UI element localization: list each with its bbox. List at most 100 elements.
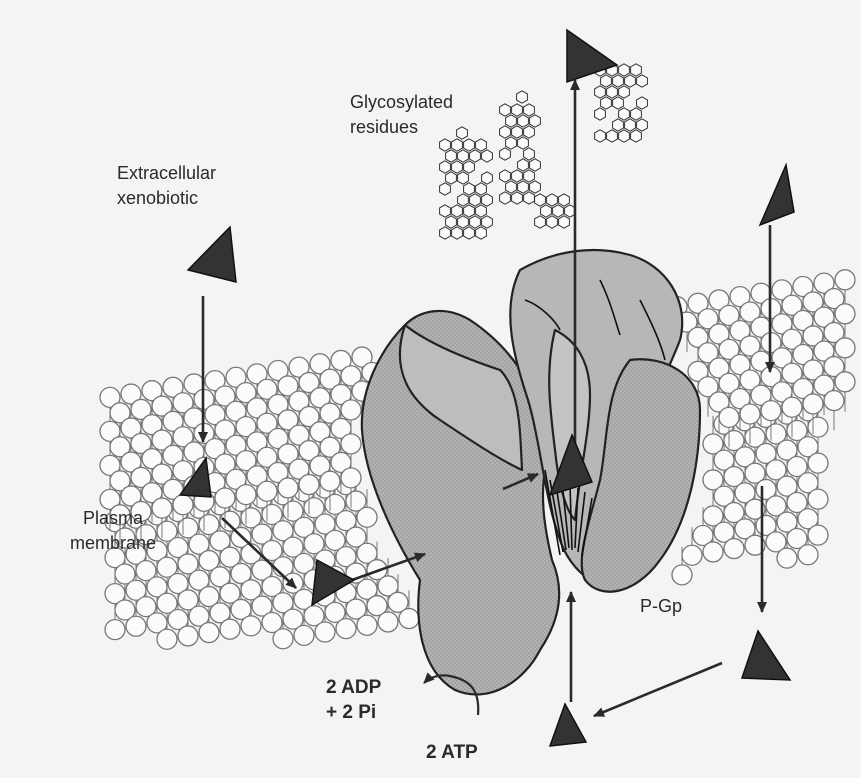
glycosylated-residues	[440, 64, 648, 239]
sugar-residue	[518, 181, 529, 193]
xenobiotic-triangle	[550, 704, 586, 746]
sugar-residue	[512, 192, 523, 204]
xenobiotic-triangle	[742, 631, 790, 680]
lipid-head	[315, 622, 335, 642]
lipid-head	[761, 401, 781, 421]
sugar-residue	[452, 227, 463, 239]
sugar-residue	[607, 130, 618, 142]
lipid-head	[278, 478, 298, 498]
atp-label: 2 ATP	[426, 740, 478, 765]
lipid-head	[835, 304, 855, 324]
glycosylated-residues-label: Glycosylated residues	[350, 90, 453, 140]
lipid-head	[808, 453, 828, 473]
lipid-head	[719, 407, 739, 427]
lipid-head	[682, 545, 702, 565]
sugar-residue	[446, 150, 457, 162]
lipid-head	[105, 620, 125, 640]
sugar-residue	[530, 159, 541, 171]
sugar-residue	[506, 137, 517, 149]
sugar-residue	[506, 181, 517, 193]
lipid-head	[341, 400, 361, 420]
sugar-residue	[613, 75, 624, 87]
extracellular-label-line2: xenobiotic	[117, 186, 216, 211]
sugar-residue	[631, 64, 642, 76]
sugar-residue	[524, 104, 535, 116]
sugar-residue	[458, 150, 469, 162]
lipid-head	[320, 471, 340, 491]
sugar-residue	[541, 205, 552, 217]
sugar-residue	[440, 205, 451, 217]
sugar-residue	[535, 194, 546, 206]
sugar-residue	[482, 172, 493, 184]
lipid-head	[241, 616, 261, 636]
adp-label: 2 ADP + 2 Pi	[326, 675, 381, 725]
sugar-residue	[500, 170, 511, 182]
extracellular-label: Extracellular xenobiotic	[117, 161, 216, 211]
sugar-residue	[457, 127, 468, 139]
lipid-head	[173, 495, 193, 515]
lipid-head	[126, 616, 146, 636]
sugar-residue	[452, 139, 463, 151]
sugar-residue	[637, 75, 648, 87]
lipid-head	[835, 270, 855, 290]
plasma-label-line1: Plasma	[70, 506, 156, 531]
sugar-residue	[518, 115, 529, 127]
sugar-residue	[607, 86, 618, 98]
sugar-residue	[530, 115, 541, 127]
sugar-residue	[458, 172, 469, 184]
lipid-head	[178, 626, 198, 646]
pgp-label: P-Gp	[640, 594, 682, 619]
sugar-residue	[524, 126, 535, 138]
lipid-head	[835, 372, 855, 392]
sugar-residue	[524, 148, 535, 160]
lipid-head	[199, 623, 219, 643]
lipid-head	[782, 397, 802, 417]
sugar-residue	[464, 139, 475, 151]
sugar-residue	[446, 172, 457, 184]
sugar-residue	[482, 194, 493, 206]
lipid-head	[703, 542, 723, 562]
sugar-residue	[470, 150, 481, 162]
lipid-head	[378, 612, 398, 632]
sugar-residue	[500, 104, 511, 116]
sugar-residue	[512, 126, 523, 138]
sugar-residue	[476, 205, 487, 217]
sugar-residue	[512, 104, 523, 116]
lipid-head	[777, 548, 797, 568]
lipid-head	[824, 391, 844, 411]
sugar-residue	[464, 227, 475, 239]
sugar-residue	[559, 194, 570, 206]
sugar-residue	[613, 119, 624, 131]
lipid-head	[798, 545, 818, 565]
sugar-residue	[530, 181, 541, 193]
sugar-residue	[500, 148, 511, 160]
sugar-residue	[476, 227, 487, 239]
xenobiotic-triangle	[760, 165, 794, 225]
sugar-residue	[595, 86, 606, 98]
sugar-residue	[482, 150, 493, 162]
sugar-residue	[595, 130, 606, 142]
sugar-residue	[464, 161, 475, 173]
glyco-label-line2: residues	[350, 115, 453, 140]
lipid-head	[399, 609, 419, 629]
lipid-head	[341, 434, 361, 454]
sugar-residue	[625, 75, 636, 87]
sugar-residue	[547, 194, 558, 206]
xenobiotic-triangle	[188, 227, 236, 282]
adp-label-line1: 2 ADP	[326, 675, 381, 700]
lipid-head	[357, 615, 377, 635]
lipid-head	[808, 489, 828, 509]
sugar-residue	[601, 75, 612, 87]
sugar-residue	[553, 205, 564, 217]
sugar-residue	[535, 216, 546, 228]
lipid-head	[740, 404, 760, 424]
sugar-residue	[476, 139, 487, 151]
sugar-residue	[619, 86, 630, 98]
sugar-residue	[476, 183, 487, 195]
sugar-residue	[619, 108, 630, 120]
lipid-head	[336, 619, 356, 639]
sugar-residue	[470, 216, 481, 228]
glyco-label-line1: Glycosylated	[350, 90, 453, 115]
sugar-residue	[518, 137, 529, 149]
plasma-membrane-label: Plasma membrane	[70, 506, 156, 556]
